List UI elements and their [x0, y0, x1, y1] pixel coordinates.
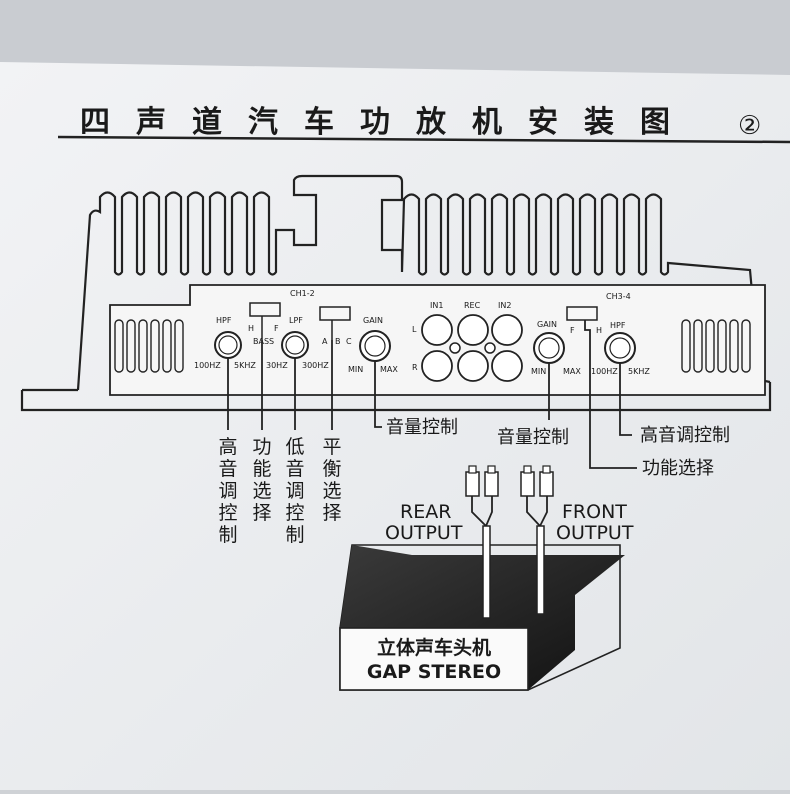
vent-slot: [741, 319, 751, 373]
fh-switch-right[interactable]: [566, 306, 598, 321]
lpf-knob[interactable]: [281, 331, 309, 359]
in2-label: IN2: [498, 301, 511, 310]
front-label: FRONT: [562, 501, 627, 523]
rca-jack[interactable]: [491, 350, 523, 382]
switch-f-right-label: F: [570, 326, 575, 335]
rca-jack[interactable]: [421, 350, 453, 382]
vent-slot: [138, 319, 148, 373]
rca-jack[interactable]: [457, 314, 489, 346]
vent-slot: [705, 319, 715, 373]
lpf-label: LPF: [289, 316, 303, 325]
rca-jack-small: [484, 342, 496, 354]
gain-right-min-label: MIN: [531, 367, 546, 376]
gain-right-label: GAIN: [537, 320, 557, 329]
front-rca-cable: [520, 465, 554, 615]
vent-slot: [162, 319, 172, 373]
heatsink-outline: [76, 174, 771, 391]
hpf-5khz-label: 5KHZ: [234, 361, 256, 370]
vent-slot: [174, 319, 184, 373]
rca-jack[interactable]: [421, 314, 453, 346]
hpf-right-100hz-label: 100HZ: [591, 367, 618, 376]
switch-a-label: A: [322, 337, 328, 346]
hpf-knob-left[interactable]: [214, 331, 242, 359]
vent-slot: [729, 319, 739, 373]
gain-right-max-label: MAX: [563, 367, 581, 376]
hpf-knob-right[interactable]: [604, 332, 636, 364]
page-number-mark: ②: [738, 111, 761, 141]
balance-select-vertical-label: 平衡选择: [322, 436, 341, 524]
vent-slot: [114, 319, 124, 373]
gain-left-label: GAIN: [363, 316, 383, 325]
rear-label: REAR: [400, 501, 451, 523]
abc-switch[interactable]: [319, 306, 351, 321]
rec-label: REC: [464, 301, 481, 310]
switch-f-label: F: [274, 324, 279, 333]
page-title: 四声道汽车功放机安装图: [80, 105, 672, 140]
function-select-vertical-label: 功能选择: [252, 436, 271, 524]
input-r-label: R: [412, 363, 418, 372]
right-leader-lines: [548, 320, 637, 469]
rear-rca-cable: [465, 465, 499, 619]
lpf-30hz-label: 30HZ: [266, 361, 288, 370]
ch12-label: CH1-2: [290, 289, 315, 298]
rca-jack[interactable]: [457, 350, 489, 382]
bass-label: BASS: [253, 337, 274, 346]
title-underline: [57, 135, 790, 144]
input-l-label: L: [412, 325, 417, 334]
switch-h-label: H: [248, 324, 254, 333]
gain-knob-right[interactable]: [533, 332, 565, 364]
right-vent-slots: [681, 319, 751, 373]
vent-slot: [681, 319, 691, 373]
head-unit-english-label: GAP STEREO: [367, 661, 501, 683]
rca-input-jacks[interactable]: [421, 314, 523, 382]
gain-left-min-label: MIN: [348, 365, 363, 374]
head-unit-chinese-label: 立体声车头机: [377, 636, 491, 659]
lpf-300hz-label: 300HZ: [302, 361, 329, 370]
hpf-label: HPF: [216, 316, 232, 325]
paper-sheet: [0, 62, 790, 790]
rca-jack-small: [449, 342, 461, 354]
head-unit-front-face: [339, 627, 529, 691]
gain-left-max-label: MAX: [380, 365, 398, 374]
vent-slot: [693, 319, 703, 373]
hpf-100hz-label: 100HZ: [194, 361, 221, 370]
hf-switch[interactable]: [249, 302, 281, 317]
amplifier-base: [20, 382, 772, 412]
gain-knob-left[interactable]: [359, 330, 391, 362]
function-select-right-label: 功能选择: [642, 458, 714, 479]
vent-slot: [717, 319, 727, 373]
volume-control-left-label: 音量控制: [386, 417, 458, 438]
bass-control-vertical-label: 低音调控制: [285, 436, 304, 546]
front-output-label: OUTPUT: [556, 522, 634, 544]
treble-control-right-label: 高音调控制: [640, 425, 730, 446]
switch-b-label: B: [335, 337, 341, 346]
ch34-label: CH3-4: [606, 292, 631, 301]
volume-control-right-label: 音量控制: [497, 427, 569, 448]
rca-jack[interactable]: [491, 314, 523, 346]
in1-label: IN1: [430, 301, 443, 310]
switch-h-right-label: H: [596, 326, 602, 335]
rear-output-label: OUTPUT: [385, 522, 463, 544]
left-leader-lines: [227, 340, 382, 430]
vent-slot: [126, 319, 136, 373]
hpf-right-label: HPF: [610, 321, 626, 330]
switch-c-label: C: [346, 337, 352, 346]
treble-control-vertical-label: 高音调控制: [218, 436, 237, 546]
vent-slot: [150, 319, 160, 373]
hpf-right-5khz-label: 5KHZ: [628, 367, 650, 376]
left-vent-slots: [114, 319, 184, 373]
